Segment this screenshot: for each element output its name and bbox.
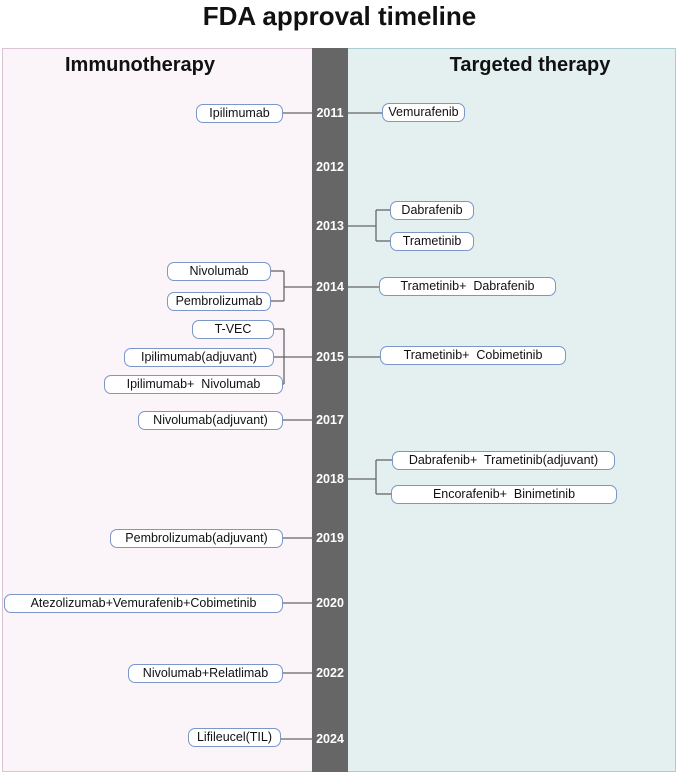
targeted-drug: Encorafenib+ Binimetinib: [391, 484, 617, 504]
targeted-therapy-panel: [348, 48, 676, 772]
targeted-drug: Dabrafenib: [390, 200, 474, 220]
immunotherapy-drug: Pembrolizumab(adjuvant): [110, 528, 283, 548]
targeted-drug: Trametinib+ Cobimetinib: [380, 345, 566, 365]
page-title: FDA approval timeline: [202, 1, 477, 31]
immunotherapy-drug: Nivolumab+Relatlimab: [128, 663, 283, 683]
immunotherapy-drug: Nivolumab: [167, 261, 271, 281]
targeted-drug: Vemurafenib: [382, 102, 465, 122]
immunotherapy-drug: Ipilimumab(adjuvant): [124, 347, 274, 367]
targeted-drug: Dabrafenib+ Trametinib(adjuvant): [392, 450, 615, 470]
year-label: 2013: [316, 219, 344, 233]
year-label: 2014: [316, 280, 344, 294]
year-label: 2018: [316, 472, 344, 486]
immunotherapy-drug: Ipilimumab: [196, 103, 283, 123]
immunotherapy-panel: [2, 48, 313, 772]
targeted-drug: Trametinib+ Dabrafenib: [379, 276, 556, 296]
immunotherapy-drug: T-VEC: [192, 319, 274, 339]
year-label: 2012: [316, 160, 344, 174]
year-label: 2022: [316, 666, 344, 680]
targeted-drug: Trametinib: [390, 231, 474, 251]
immunotherapy-drug: Pembrolizumab: [167, 291, 271, 311]
immunotherapy-drug: Lifileucel(TIL): [188, 727, 281, 747]
immunotherapy-heading: Immunotherapy: [64, 54, 216, 76]
timeline-spine: [312, 48, 348, 772]
year-label: 2024: [316, 732, 344, 746]
immunotherapy-drug: Ipilimumab+ Nivolumab: [104, 374, 283, 394]
year-label: 2020: [316, 596, 344, 610]
immunotherapy-drug: Nivolumab(adjuvant): [138, 410, 283, 430]
year-label: 2017: [316, 413, 344, 427]
year-label: 2011: [316, 106, 344, 120]
targeted-therapy-heading: Targeted therapy: [449, 54, 611, 76]
year-label: 2015: [316, 350, 344, 364]
immunotherapy-drug: Atezolizumab+Vemurafenib+Cobimetinib: [4, 593, 283, 613]
year-label: 2019: [316, 531, 344, 545]
